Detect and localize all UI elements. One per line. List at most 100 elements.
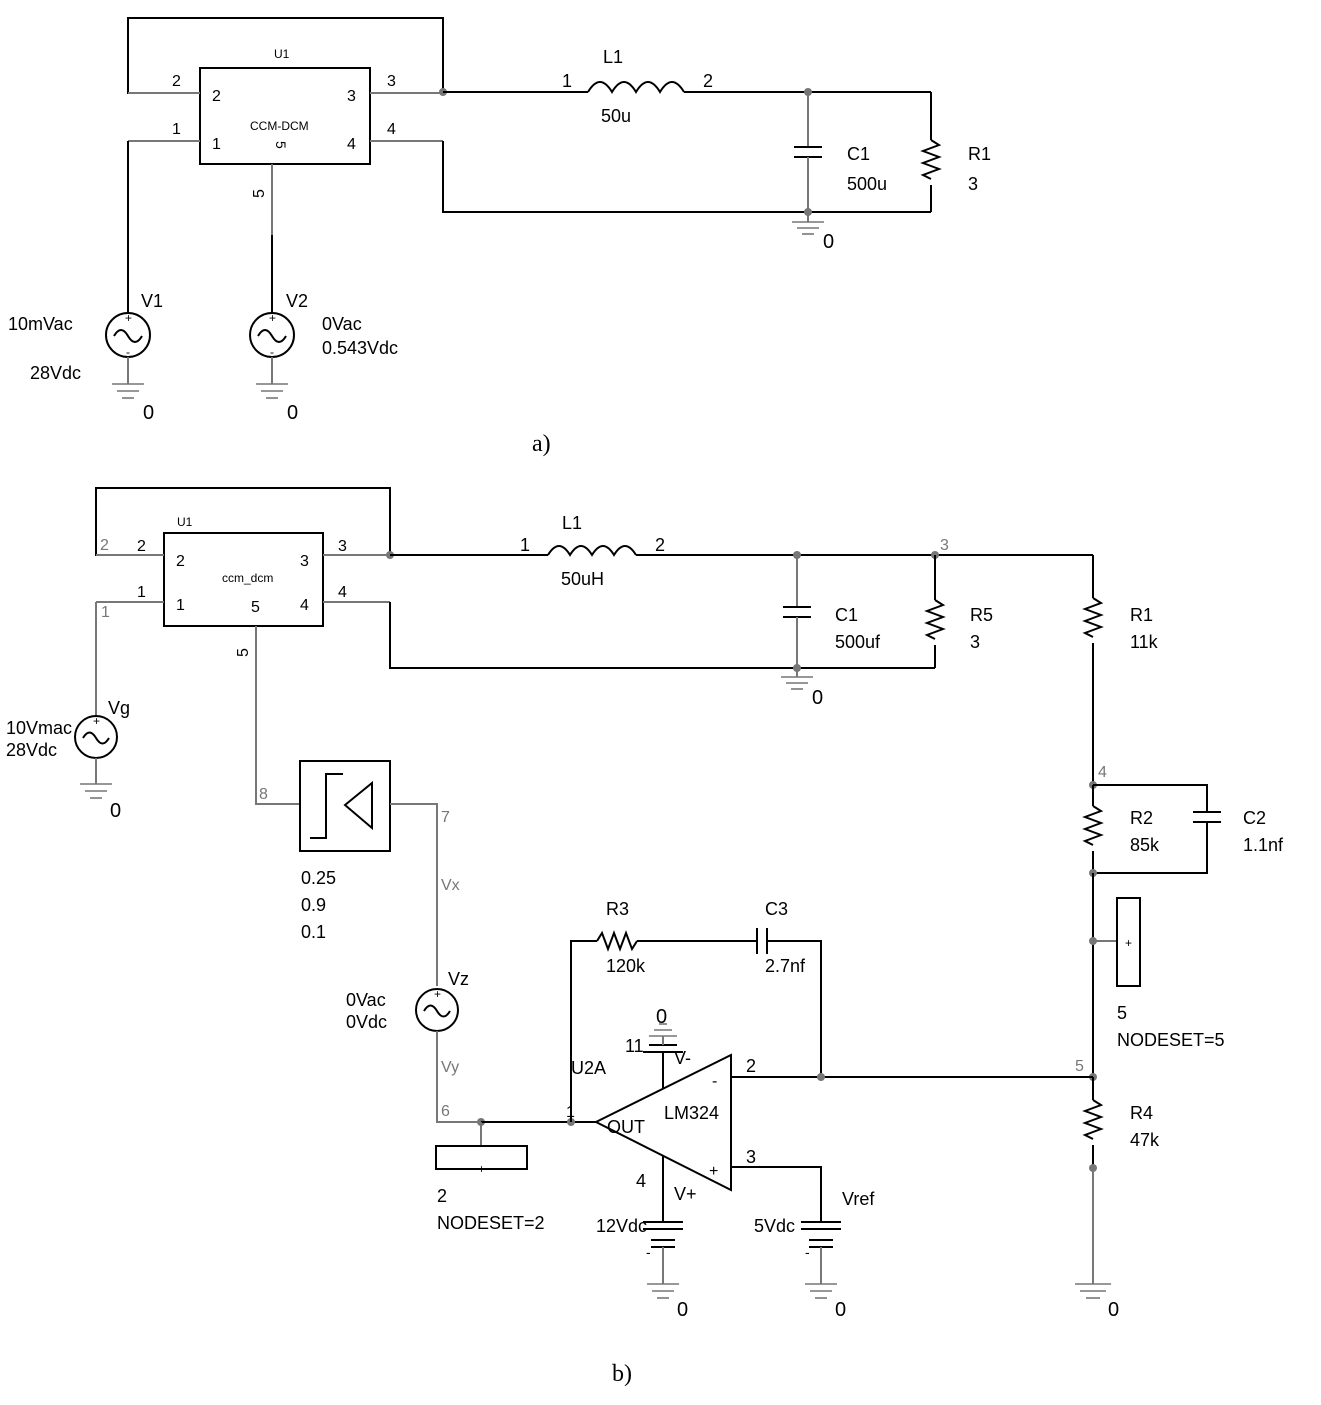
b-pin3-num: 3 (338, 538, 347, 555)
svg-text:+: + (269, 311, 276, 325)
b-limiter-param2: 0.9 (301, 895, 326, 915)
a-u1-block (199, 67, 371, 165)
svg-text:+: + (434, 987, 441, 1001)
b-opamp-model: LM324 (664, 1103, 719, 1123)
b-l1-ref: L1 (562, 513, 582, 533)
b-nodeset-right-text: NODESET=5 (1117, 1030, 1225, 1050)
b-vx-label: Vx (441, 877, 460, 894)
b-u1-block (163, 532, 324, 627)
b-vg-ground (80, 783, 112, 799)
figure-b: U1 ccm_dcm 2 1 3 4 5 2 2 1 1 3 4 5 1 2 L… (6, 487, 1284, 1387)
b-ground-main-label: 0 (812, 687, 823, 709)
a-v1-dc: 28Vdc (30, 363, 81, 383)
a-v1-ref: V1 (141, 291, 163, 311)
a-l1-pin2: 2 (703, 71, 713, 91)
a-v2-ground (256, 383, 288, 399)
b-vz-ac: 0Vac (346, 990, 386, 1010)
b-ground-r4-label: 0 (1108, 1299, 1119, 1321)
b-vz-dc: 0Vdc (346, 1012, 387, 1032)
a-u1-pin5-label: 5 (273, 141, 289, 149)
figure-a: U1 CCM-DCM 2 1 3 4 5 2 1 3 4 5 1 2 L1 50… (8, 17, 991, 457)
a-v1-ground (112, 383, 144, 399)
b-opamp-part: U2A (571, 1058, 606, 1078)
b-nodeset-left-plus: + (478, 1162, 485, 1176)
a-r1-value: 3 (968, 174, 978, 194)
b-nodeset-left-marker (435, 1145, 528, 1170)
a-l1-value: 50u (601, 106, 631, 126)
b-r1-value: 11k (1130, 632, 1159, 652)
b-ground-v12 (647, 1283, 679, 1299)
a-c1-value: 500u (847, 174, 887, 194)
b-u1-pin2-label: 2 (176, 553, 185, 570)
b-r1-resistor (1082, 597, 1104, 638)
a-u1-ref: U1 (274, 47, 290, 61)
a-u1-model: CCM-DCM (250, 119, 309, 133)
b-opamp-pin-noninv: 3 (746, 1147, 756, 1167)
a-u1-pin3-label: 3 (347, 88, 356, 105)
a-u1-pin4-label: 4 (347, 136, 356, 153)
b-limiter-param3: 0.1 (301, 922, 326, 942)
b-r3-ref: R3 (606, 899, 629, 919)
b-r5-value: 3 (970, 632, 980, 652)
b-u1-model: ccm_dcm (222, 571, 273, 585)
b-ground-vref (805, 1283, 837, 1299)
b-nodeset-left-value: 2 (437, 1186, 447, 1206)
b-nodeset-right-marker (1116, 897, 1141, 987)
b-r2-ref: R2 (1130, 808, 1153, 828)
a-pin4-num: 4 (387, 121, 396, 138)
b-node3-label: 3 (940, 537, 949, 554)
b-r5-ref: R5 (970, 605, 993, 625)
b-l1-pin2: 2 (655, 535, 665, 555)
b-pin5-num: 5 (235, 648, 252, 657)
b-nodeset-right-value: 5 (1117, 1003, 1127, 1023)
a-u1-pin2-label: 2 (212, 88, 221, 105)
b-vg-ac: 10Vmac (6, 718, 72, 738)
b-node1-label: 1 (101, 604, 110, 621)
b-vg-ground-label: 0 (110, 800, 121, 822)
a-v2-ground-label: 0 (287, 402, 298, 424)
b-vref-dc: 5Vdc (754, 1216, 795, 1236)
b-node2-label: 2 (100, 537, 109, 554)
a-r1-ref: R1 (968, 144, 991, 164)
b-c1-value: 500uf (835, 632, 881, 652)
b-opamp-inv-sign: - (712, 1073, 717, 1090)
b-c2-value: 1.1nf (1243, 835, 1284, 855)
b-node5-label: 5 (1075, 1058, 1084, 1075)
svg-text:+: + (125, 311, 132, 325)
b-nodeset-right-plus: + (1125, 936, 1132, 950)
a-caption: a) (532, 431, 551, 457)
a-v2-ac: 0Vac (322, 314, 362, 334)
b-r3-value: 120k (606, 956, 646, 976)
a-c1-ref: C1 (847, 144, 870, 164)
b-ground-r4 (1075, 1283, 1111, 1299)
b-ground-main (781, 668, 813, 690)
b-pin4-num: 4 (338, 584, 347, 601)
b-c3-ref: C3 (765, 899, 788, 919)
b-vz-ref: Vz (448, 969, 469, 989)
b-v12-minus: - (646, 1244, 651, 1260)
b-caption: b) (612, 1361, 632, 1387)
b-r4-value: 47k (1130, 1130, 1160, 1150)
b-c3-value: 2.7nf (765, 956, 806, 976)
a-v1-ground-label: 0 (143, 402, 154, 424)
b-pin1-num: 1 (137, 584, 146, 601)
b-r4-ref: R4 (1130, 1103, 1153, 1123)
b-vg-ref: Vg (108, 698, 130, 718)
b-u1-ref: U1 (177, 515, 193, 529)
a-pin3-num: 3 (387, 73, 396, 90)
b-limiter-triangle (343, 780, 373, 831)
a-ground-main-label: 0 (823, 231, 834, 253)
a-u1-pin1-label: 1 (212, 136, 221, 153)
b-opamp-pin-vminus: 11 (625, 1036, 644, 1056)
b-node7-label: 7 (441, 809, 450, 826)
b-u1-pin4-label: 4 (300, 597, 309, 614)
b-ground-vminus-label: 0 (656, 1006, 667, 1028)
b-vref-minus: - (805, 1244, 810, 1260)
b-r1-ref: R1 (1130, 605, 1153, 625)
b-u1-pin1-label: 1 (176, 597, 185, 614)
b-node6-label: 6 (441, 1103, 450, 1120)
b-ground-v12-label: 0 (677, 1299, 688, 1321)
svg-text:-: - (126, 345, 130, 359)
